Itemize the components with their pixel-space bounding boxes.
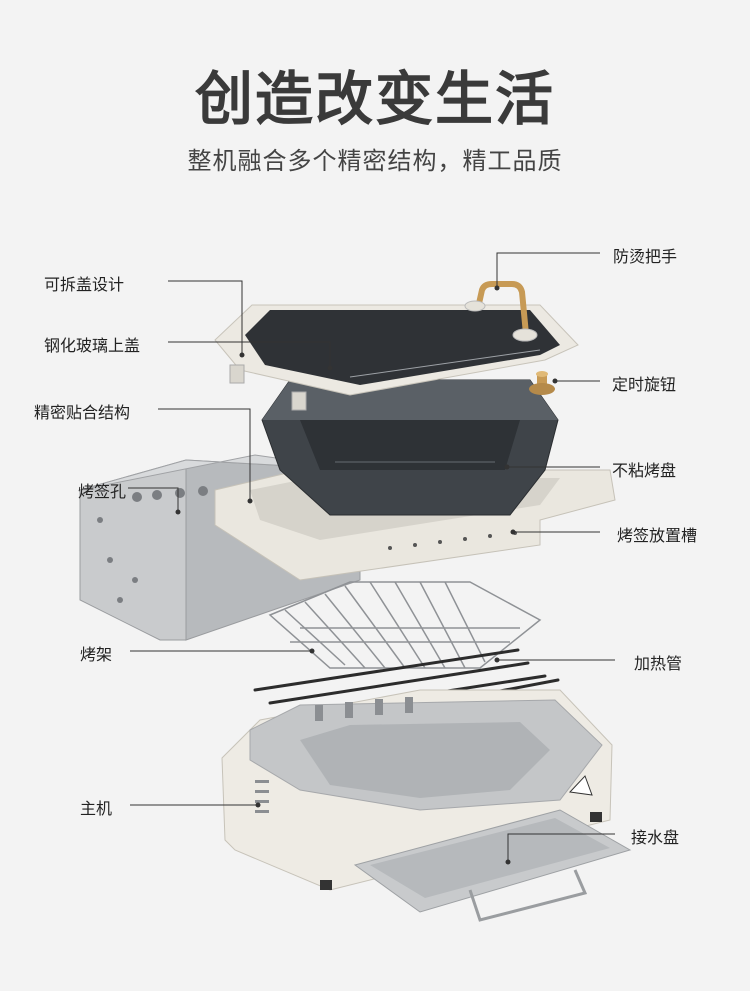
label-tempered-glass-lid: 钢化玻璃上盖: [44, 336, 141, 355]
handle-illustration: [475, 281, 529, 337]
glass-lid-illustration: [214, 304, 579, 411]
page-subtitle: 整机融合多个精密结构，精工品质: [187, 147, 563, 175]
leader-lines-left: [128, 280, 333, 808]
label-timer-knob: 定时旋钮: [612, 375, 677, 394]
label-anti-scald-handle: 防烫把手: [613, 247, 678, 266]
label-removable-lid: 可拆盖设计: [44, 275, 125, 294]
page-title: 创造改变生活: [194, 65, 555, 133]
label-skewer-holes: 烤签孔: [78, 482, 127, 501]
label-skewer-slot: 烤签放置槽: [617, 526, 698, 545]
label-nonstick-pan: 不粘烤盘: [612, 461, 677, 480]
label-drip-tray: 接水盘: [631, 828, 680, 847]
label-precision-fit: 精密贴合结构: [34, 403, 131, 422]
drip-tray-illustration: [353, 809, 632, 922]
grill-rack-illustration: [268, 581, 542, 669]
label-grill-rack: 烤架: [80, 645, 113, 664]
leader-lines-right: [494, 252, 615, 865]
label-main-unit: 主机: [80, 799, 113, 818]
label-heating-tube: 加热管: [634, 654, 683, 673]
timer-knob-illustration: [529, 371, 555, 395]
